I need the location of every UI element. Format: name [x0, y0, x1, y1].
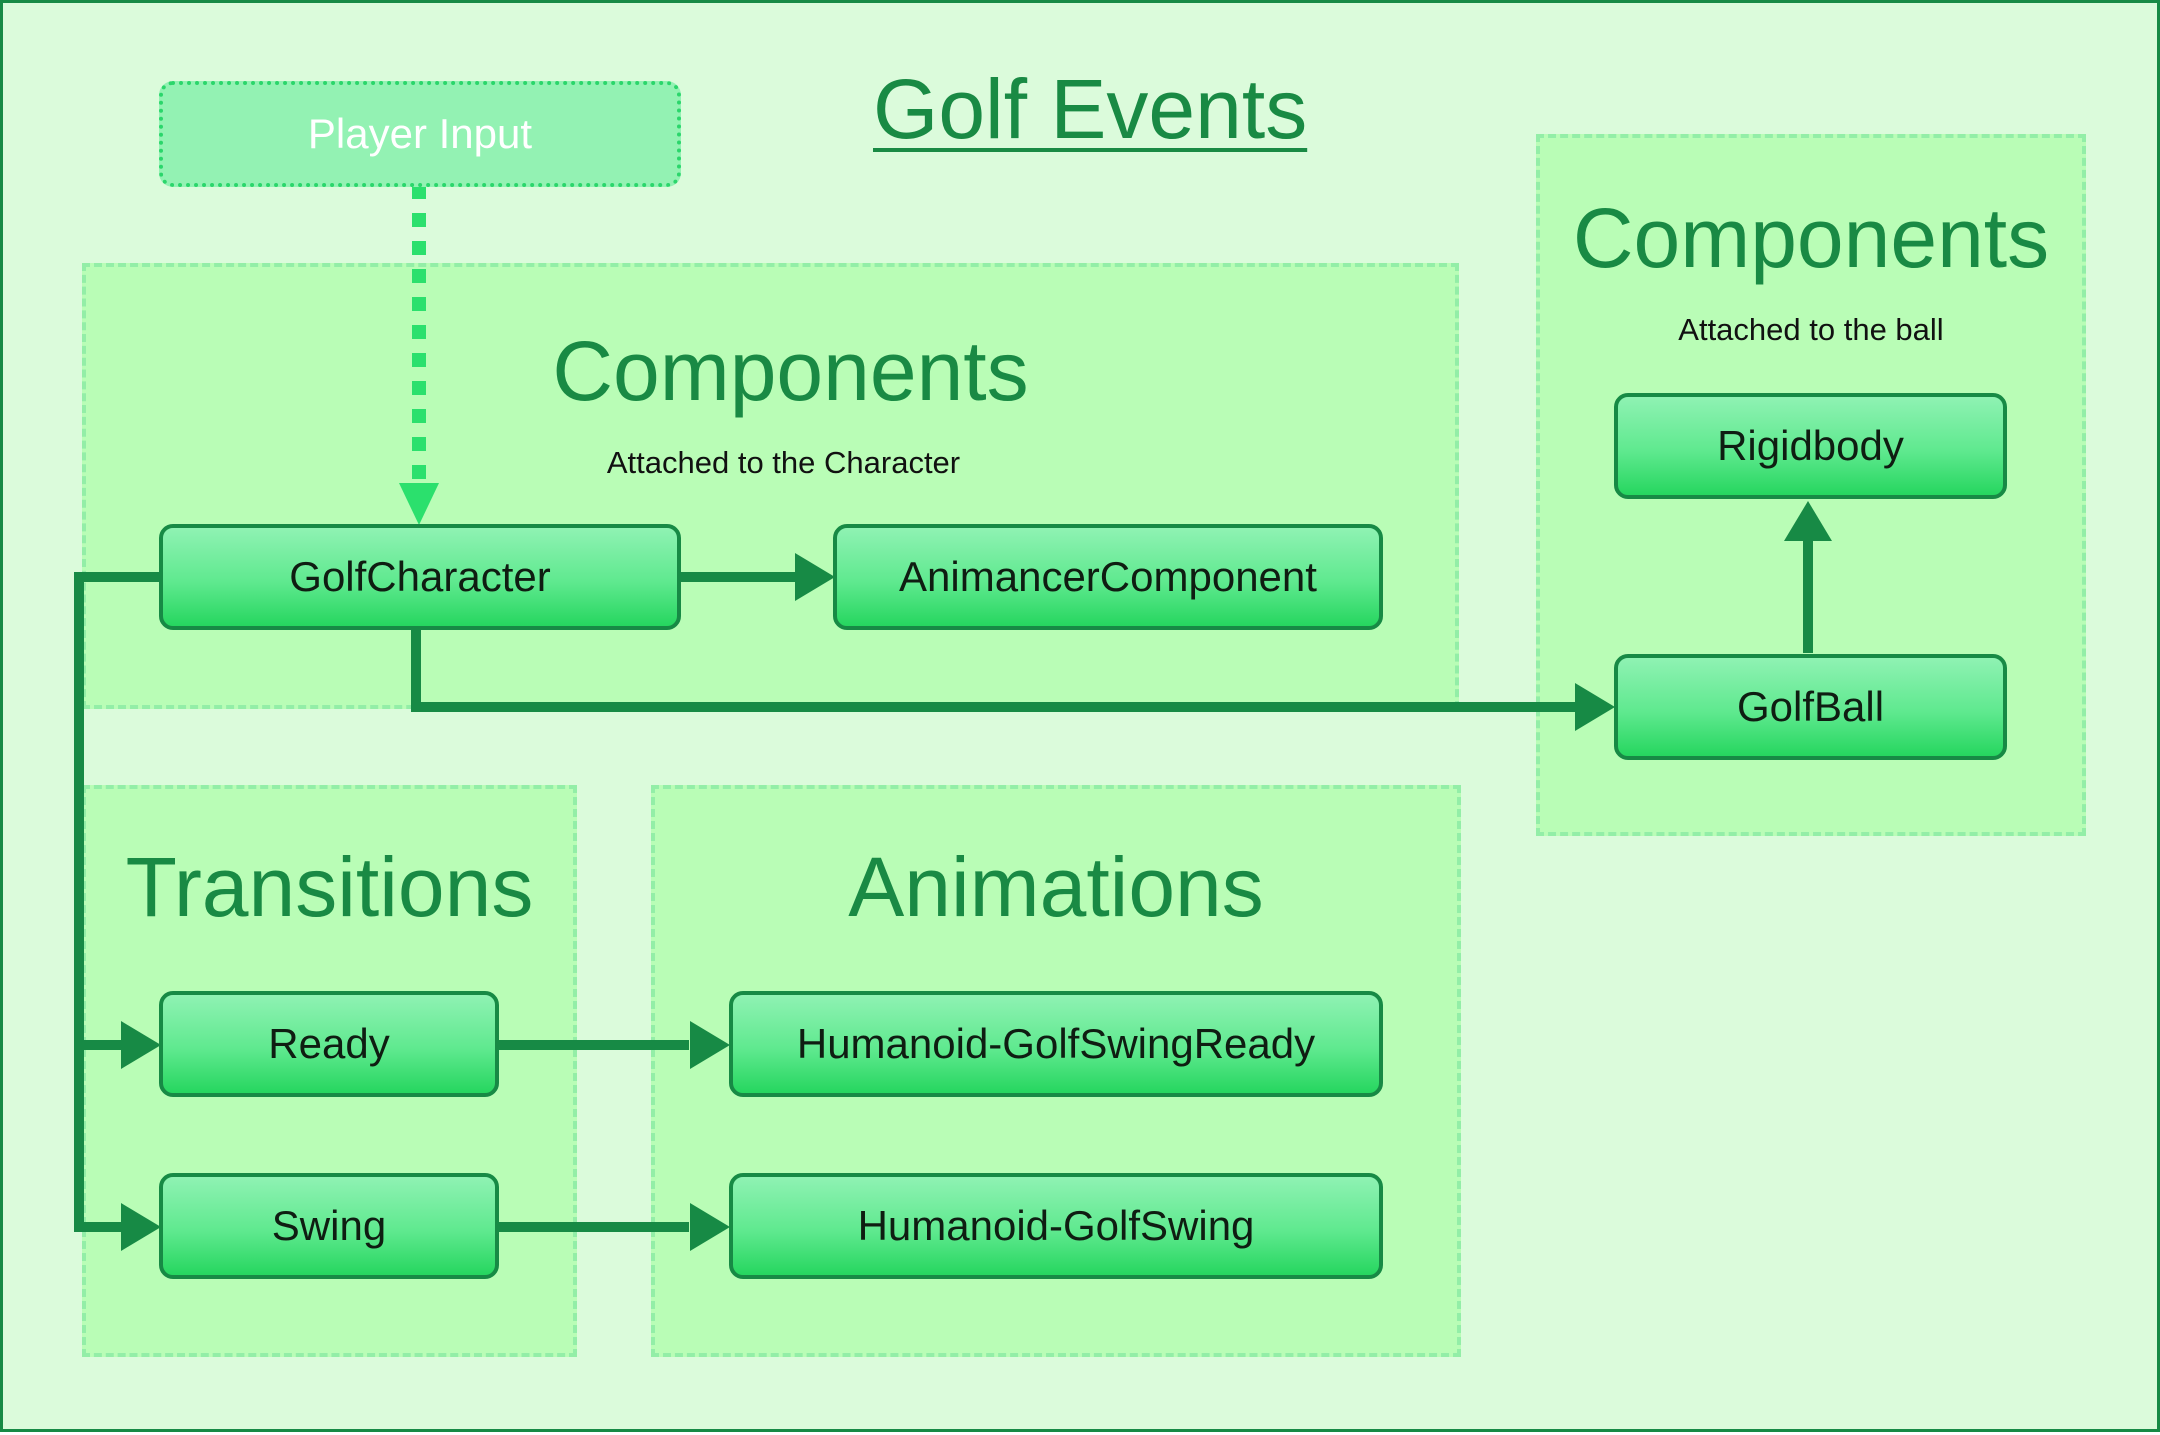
connectors	[74, 185, 1832, 1251]
player-input-node[interactable]: Player Input	[159, 81, 681, 187]
group-subtitle: Attached to the ball	[1678, 312, 1944, 347]
arrowhead-anim-ready	[690, 1021, 730, 1069]
arrowhead-character	[399, 483, 439, 525]
arrowhead-golfball	[1575, 683, 1615, 731]
group-title: Transitions	[125, 840, 534, 934]
animancer-component-node[interactable]: AnimancerComponent	[833, 524, 1383, 630]
arrowhead-swing	[121, 1203, 161, 1251]
edge-character-to-golfball	[411, 628, 1575, 712]
arrowhead-rigidbody	[1784, 501, 1832, 541]
group-title: Components	[552, 324, 1029, 418]
anim-golf-swing-ready-node[interactable]: Humanoid-GolfSwingReady	[729, 991, 1383, 1097]
group-title: Components	[1572, 191, 2050, 285]
arrowhead-ready	[121, 1021, 161, 1069]
rigidbody-node[interactable]: Rigidbody	[1614, 393, 2007, 499]
group-subtitle: Attached to the Character	[606, 445, 961, 480]
golf-ball-node[interactable]: GolfBall	[1614, 654, 2007, 760]
swing-node[interactable]: Swing	[159, 1173, 499, 1279]
arrowhead-anim-swing	[690, 1203, 730, 1251]
group-character-components: Components Attached to the Character	[82, 263, 1459, 709]
golf-character-node[interactable]: GolfCharacter	[159, 524, 681, 630]
edge-character-to-transitions	[74, 572, 161, 1232]
arrowhead-animancer	[795, 553, 835, 601]
diagram-title: Golf Events	[873, 62, 1308, 156]
anim-golf-swing-node[interactable]: Humanoid-GolfSwing	[729, 1173, 1383, 1279]
group-title: Animations	[848, 840, 1264, 934]
ready-node[interactable]: Ready	[159, 991, 499, 1097]
